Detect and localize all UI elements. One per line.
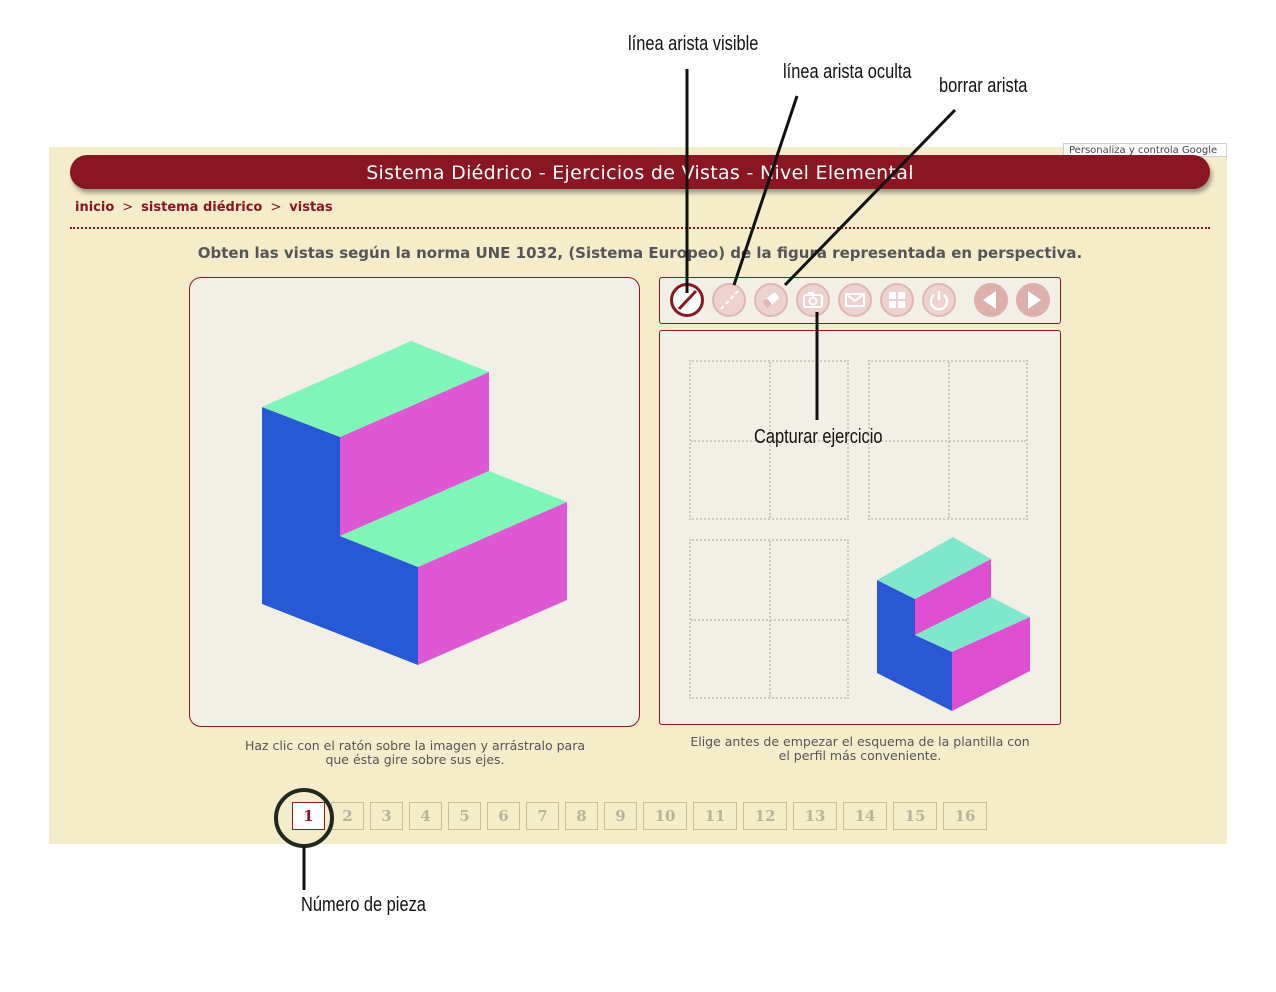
page-button-13[interactable]: 13 — [793, 802, 837, 830]
hidden-edge-line-icon — [720, 290, 739, 310]
page-button-1[interactable]: 1 — [292, 802, 325, 830]
page-button-14[interactable]: 14 — [843, 802, 887, 830]
page-button-12[interactable]: 12 — [743, 802, 787, 830]
power-icon — [929, 291, 949, 311]
views-caption-line2: el perfil más conveniente. — [778, 748, 942, 763]
views-caption-line1: Elige antes de empezar el esquema de la … — [690, 734, 1030, 749]
perspective-figure[interactable] — [190, 278, 639, 726]
perspective-caption-line1: Haz clic con el ratón sobre la imagen y … — [244, 738, 586, 753]
envelope-icon — [845, 293, 865, 307]
previous-piece-button[interactable] — [974, 283, 1008, 317]
page-button-4[interactable]: 4 — [409, 802, 442, 830]
mini-face-upper-top — [877, 537, 991, 599]
face-upper-top — [262, 341, 489, 437]
page-button-16[interactable]: 16 — [943, 802, 987, 830]
perspective-view-panel[interactable] — [189, 277, 640, 727]
annotation-hidden-edge: línea arista oculta — [783, 61, 912, 83]
annotation-piece-number: Número de pieza — [301, 894, 426, 916]
face-step-top — [340, 471, 567, 567]
email-button[interactable] — [838, 283, 872, 317]
mini-perspective-figure — [877, 537, 1030, 711]
divider — [70, 227, 1210, 229]
page-button-10[interactable]: 10 — [643, 802, 687, 830]
breadcrumb-link-sistema-diedrico[interactable]: sistema diédrico — [141, 200, 263, 215]
template-layout-button[interactable] — [880, 283, 914, 317]
next-piece-button[interactable] — [1016, 283, 1050, 317]
drawing-toolbar — [659, 277, 1061, 324]
capture-button[interactable] — [796, 283, 830, 317]
page-button-7[interactable]: 7 — [526, 802, 559, 830]
visible-edge-button[interactable] — [670, 283, 704, 317]
page-button-9[interactable]: 9 — [604, 802, 637, 830]
page-button-8[interactable]: 8 — [565, 802, 598, 830]
page-button-3[interactable]: 3 — [370, 802, 403, 830]
mini-face-step-top — [915, 597, 1030, 652]
perspective-caption-line2: que ésta gire sobre sus ejes. — [325, 752, 505, 767]
mini-face-lower-right — [952, 617, 1030, 711]
layout-template-icon — [889, 292, 905, 308]
annotation-erase-edge: borrar arista — [939, 75, 1028, 97]
profile-view-grid[interactable] — [868, 360, 1028, 520]
previous-arrow-icon — [983, 291, 996, 309]
views-drawing-panel[interactable] — [659, 330, 1061, 725]
visible-edge-line-icon — [677, 289, 698, 311]
mini-face-upper-right — [915, 559, 991, 635]
face-lower-right — [418, 502, 567, 665]
face-upper-right — [340, 372, 489, 536]
elevation-view-grid[interactable] — [689, 360, 849, 520]
breadcrumb-link-vistas[interactable]: vistas — [289, 200, 333, 215]
plan-view-grid[interactable] — [689, 539, 849, 699]
breadcrumb-link-inicio[interactable]: inicio — [75, 200, 115, 215]
instructions-text: Obten las vistas según la norma UNE 1032… — [197, 244, 1083, 262]
annotation-visible-edge: línea arista visible — [628, 33, 759, 55]
page-button-11[interactable]: 11 — [693, 802, 737, 830]
hidden-edge-button[interactable] — [712, 283, 746, 317]
next-arrow-icon — [1028, 291, 1041, 309]
page-button-2[interactable]: 2 — [331, 802, 364, 830]
page-button-15[interactable]: 15 — [893, 802, 937, 830]
breadcrumb-separator: > — [122, 200, 134, 215]
annotation-capture: Capturar ejercicio — [754, 426, 883, 448]
camera-icon — [803, 292, 823, 308]
page-button-6[interactable]: 6 — [487, 802, 520, 830]
page-title: Sistema Diédrico - Ejercicios de Vistas … — [70, 155, 1210, 189]
views-caption: Elige antes de empezar el esquema de la … — [659, 735, 1061, 763]
eraser-icon — [763, 292, 779, 308]
breadcrumb: inicio > sistema diédrico > vistas — [75, 200, 333, 215]
perspective-caption: Haz clic con el ratón sobre la imagen y … — [190, 739, 640, 767]
reset-button[interactable] — [922, 283, 956, 317]
breadcrumb-separator: > — [270, 200, 282, 215]
mini-face-left — [877, 580, 952, 711]
erase-edge-button[interactable] — [754, 283, 788, 317]
page-button-5[interactable]: 5 — [448, 802, 481, 830]
